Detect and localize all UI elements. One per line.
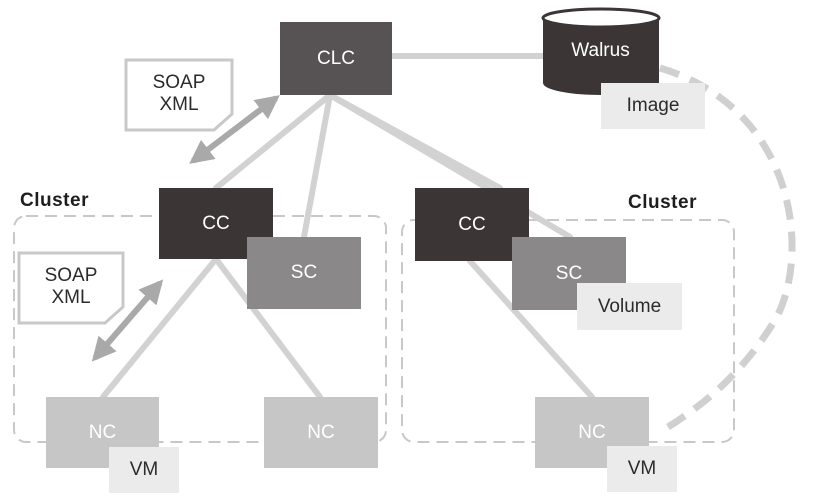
nc-left-label: NC (88, 421, 117, 443)
cc-right-node: CC (415, 188, 529, 261)
sc-left-label: SC (290, 262, 318, 283)
connector-clc-sc-right (327, 92, 573, 240)
connector-cc-right-nc-right (467, 258, 595, 400)
volume-tag: Volume (577, 283, 682, 330)
soap-note-top-outline (124, 58, 234, 132)
soap-note-top-line2: XML (159, 94, 199, 115)
image-tag: Image (601, 83, 705, 129)
soap-note-left-outline (17, 251, 125, 325)
soap-note-left-line2: XML (51, 287, 91, 308)
walrus-cylinder-top (541, 7, 661, 29)
nc-right-node: NC (535, 397, 649, 468)
cluster-right-label: Cluster (628, 192, 697, 213)
soap-note-left: SOAP XML (19, 255, 123, 319)
connector-cc-left-nc-middle (213, 256, 323, 400)
cc-left-label: CC (202, 212, 230, 234)
nc-right-label: NC (578, 421, 606, 443)
sc-left-node: SC (247, 237, 361, 309)
walrus-cylinder-body (543, 18, 659, 95)
soap-arrow-left (91, 279, 164, 362)
soap-note-top-line1: SOAP (152, 72, 206, 93)
nc-middle-node: NC (264, 397, 378, 468)
soap-note-left-line1: SOAP (44, 265, 98, 286)
cluster-left-label: Cluster (20, 190, 89, 211)
soap-arrow-top (189, 95, 280, 164)
connector-walrus-vm-dashed (658, 64, 796, 434)
clc-label: CLC (316, 47, 355, 69)
soap-note-top: SOAP XML (126, 62, 232, 126)
cluster-right-outline (401, 219, 735, 443)
sc-right-label: SC (555, 262, 583, 284)
connector-clc-sc-left (301, 92, 333, 240)
walrus-label: Walrus (571, 40, 630, 61)
vm-left-tag: VM (109, 447, 179, 493)
vm-right-tag: VM (607, 446, 677, 492)
nc-middle-label: NC (307, 421, 335, 443)
clc-node: CLC (280, 22, 392, 95)
cc-right-label: CC (458, 213, 486, 235)
